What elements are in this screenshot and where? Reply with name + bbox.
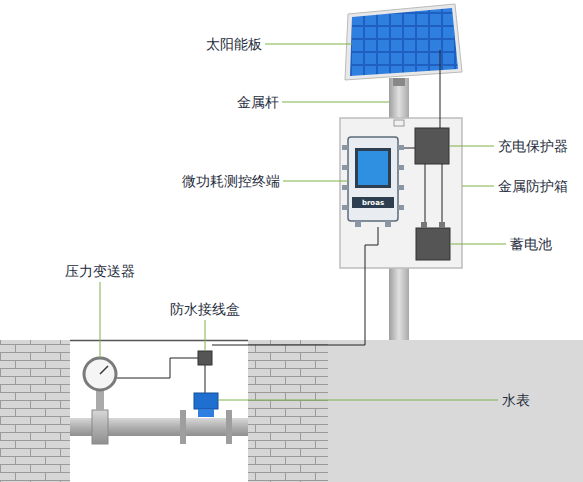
- part-label: 水表: [502, 392, 530, 409]
- water-meter: [194, 393, 218, 409]
- solar-panel: [350, 8, 458, 76]
- pressure-transmitter: [84, 358, 116, 390]
- part-label: 金属杆: [237, 94, 279, 111]
- charge-protector: [415, 128, 449, 164]
- leader-line: [100, 44, 506, 400]
- brick-wall: [0, 340, 70, 482]
- ground: [0, 340, 583, 482]
- brick-wall: [248, 340, 328, 482]
- waterproof-junction-box: [198, 351, 212, 365]
- battery: [416, 228, 450, 260]
- part-label: 压力变送器: [65, 263, 135, 280]
- part-label: 充电保护器: [498, 138, 568, 155]
- terminal: [348, 137, 398, 221]
- part-label: 太阳能板: [206, 36, 262, 53]
- part-label: 金属防护箱: [498, 178, 568, 195]
- brand-logo: broas: [362, 199, 384, 207]
- pit: [70, 340, 248, 482]
- part-label: 微功耗测控终端: [182, 173, 280, 190]
- metal-protective-box: [340, 118, 462, 268]
- part-label: 蓄电池: [510, 236, 552, 253]
- part-label: 防水接线盒: [170, 301, 240, 318]
- solar-panel-frame: [345, 4, 462, 80]
